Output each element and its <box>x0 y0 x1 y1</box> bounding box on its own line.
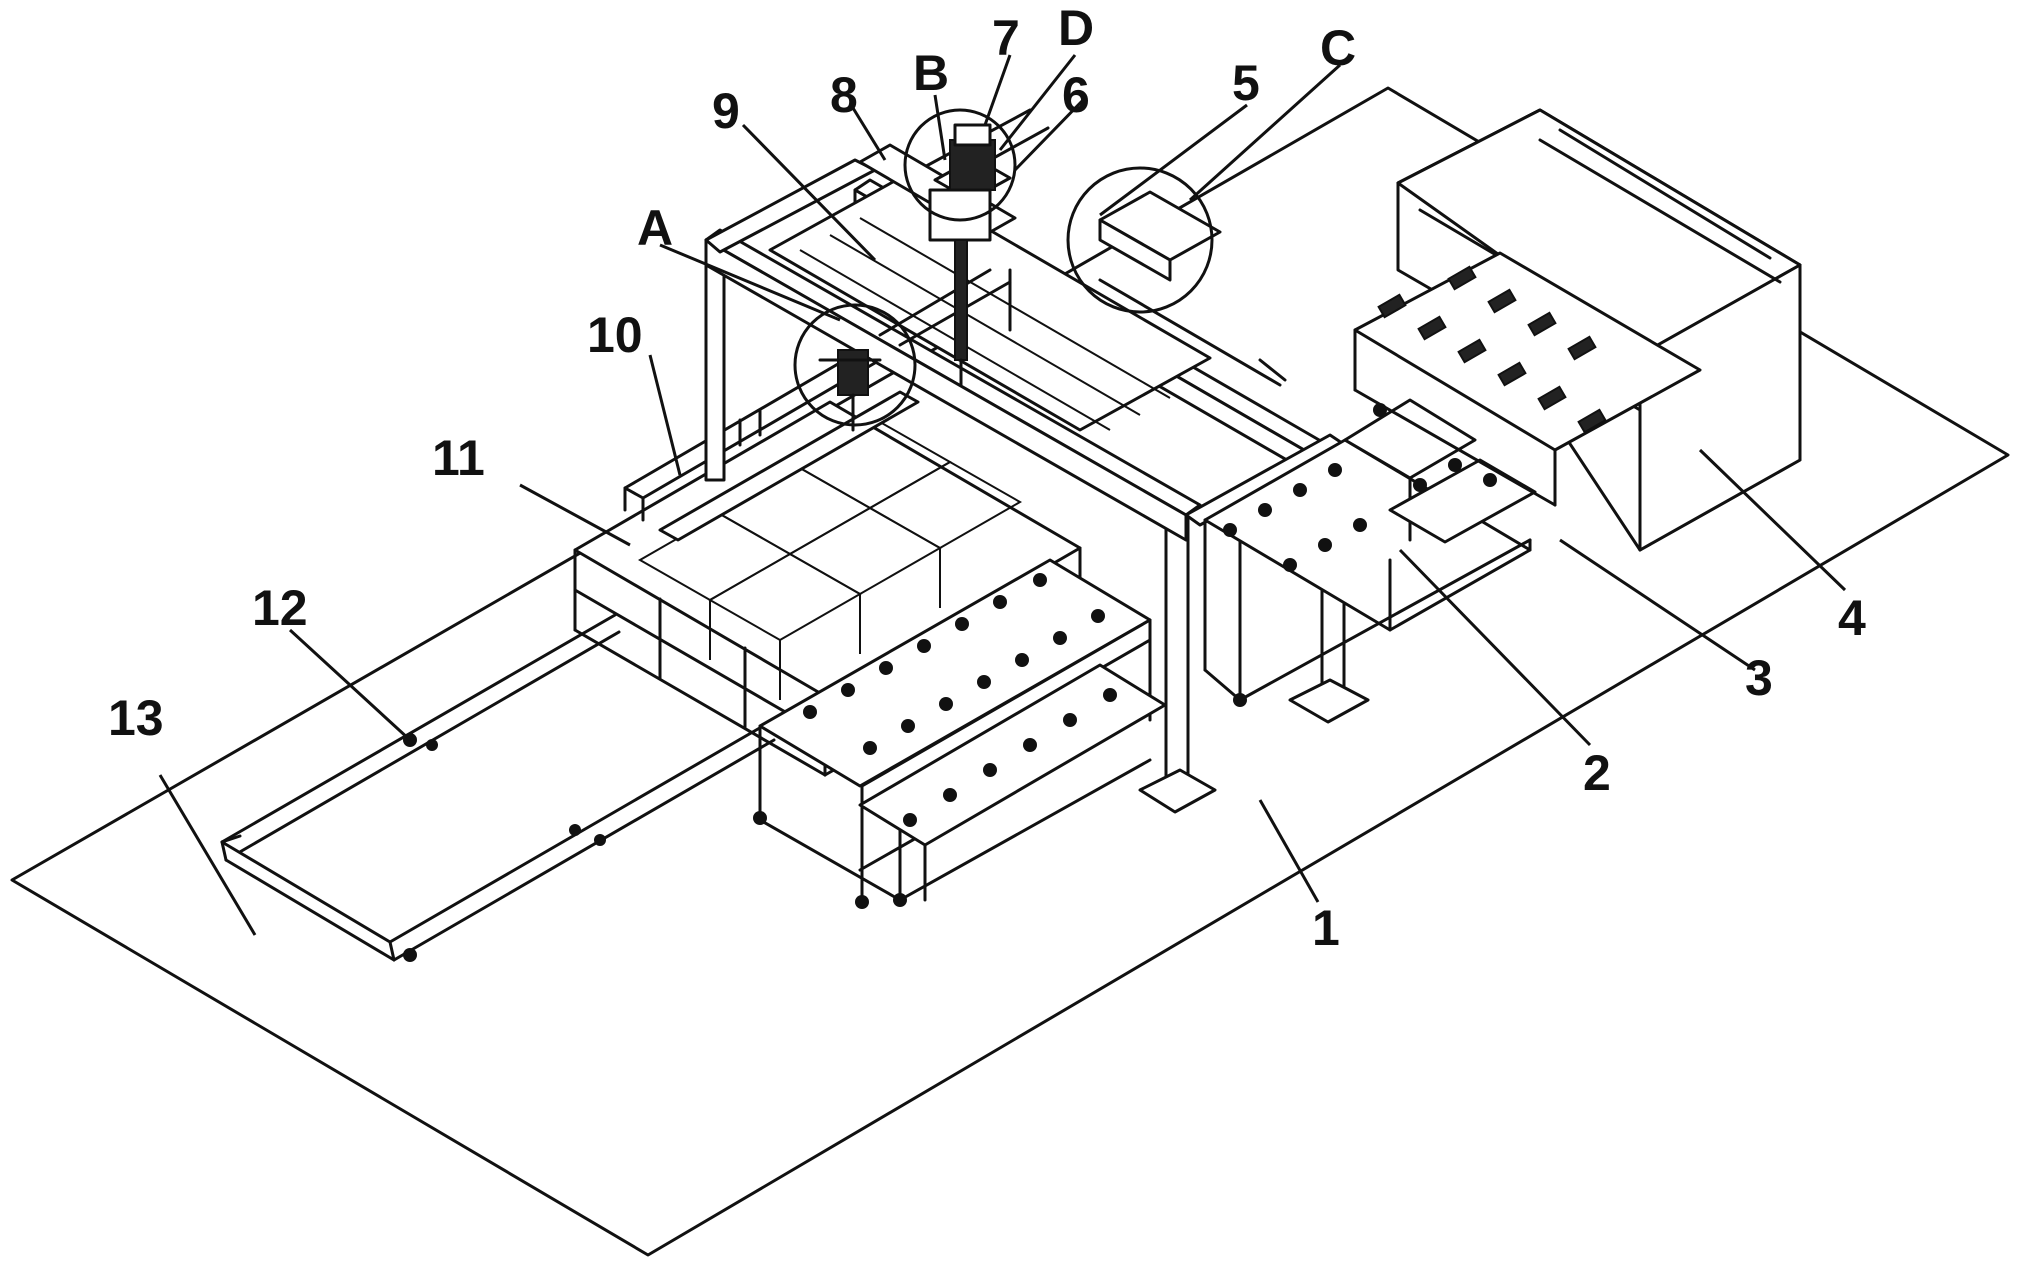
label-13: 13 <box>108 690 164 746</box>
label-C: C <box>1320 20 1356 76</box>
label-A: A <box>637 200 673 256</box>
label-10: 10 <box>587 307 643 363</box>
label-8: 8 <box>830 67 858 123</box>
label-B: B <box>913 45 949 101</box>
label-D: D <box>1058 0 1094 56</box>
right-workpiece-table <box>1205 400 1535 707</box>
label-1: 1 <box>1312 900 1340 956</box>
label-9: 9 <box>712 83 740 139</box>
label-3: 3 <box>1745 650 1773 706</box>
label-12: 12 <box>252 580 308 636</box>
label-6: 6 <box>1062 67 1090 123</box>
label-11: 11 <box>432 430 485 486</box>
label-2: 2 <box>1583 745 1611 801</box>
label-5: 5 <box>1232 55 1260 111</box>
rail-track <box>222 615 774 962</box>
label-4: 4 <box>1838 590 1866 646</box>
label-7: 7 <box>992 10 1020 66</box>
